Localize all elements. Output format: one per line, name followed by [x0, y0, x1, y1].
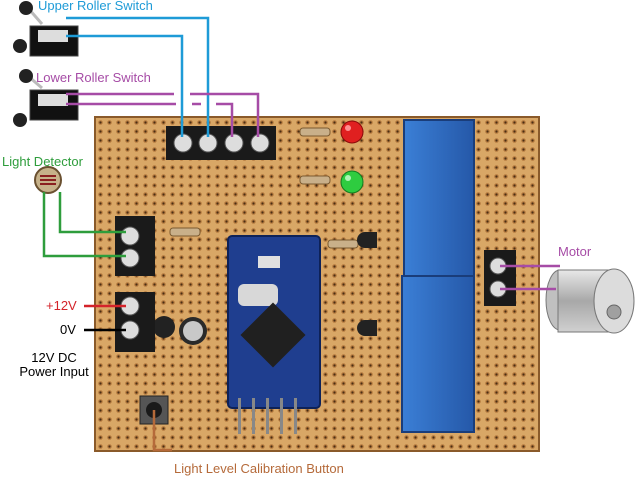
- regulator-icon: [153, 316, 175, 338]
- calibration-button-label: Light Level Calibration Button: [174, 461, 344, 476]
- upper-roller-switch-label: Upper Roller Switch: [38, 0, 153, 13]
- light-detector-label: Light Detector: [2, 154, 83, 169]
- zero-v-label: 0V: [60, 322, 76, 337]
- roller-switch-icon: [13, 1, 79, 57]
- power-input-label-line2: Power Input: [19, 364, 89, 379]
- plus-12v-label: +12V: [46, 298, 77, 313]
- arduino-pro-mini: [227, 235, 321, 434]
- relay-upper: [403, 119, 475, 279]
- capacitor-icon: [179, 317, 207, 345]
- lower-roller-switch-label: Lower Roller Switch: [36, 70, 151, 85]
- power-input-label-line1: 12V DC: [31, 350, 77, 365]
- dc-gear-motor-icon: [545, 268, 635, 334]
- terminal-block-light-detector: [115, 216, 155, 276]
- relay-lower: [401, 275, 475, 433]
- transistor-icon: [357, 232, 377, 248]
- resistors: [169, 127, 359, 249]
- terminal-block-power: [115, 292, 155, 352]
- motor-label: Motor: [558, 244, 592, 259]
- red-led-icon: [340, 120, 364, 144]
- terminal-block-switches: [166, 126, 276, 160]
- terminal-block-motor: [484, 250, 516, 306]
- light-dependent-resistor-icon: [34, 166, 62, 194]
- transistor-icon: [357, 320, 377, 336]
- green-led-icon: [340, 170, 364, 194]
- wires: [42, 16, 560, 452]
